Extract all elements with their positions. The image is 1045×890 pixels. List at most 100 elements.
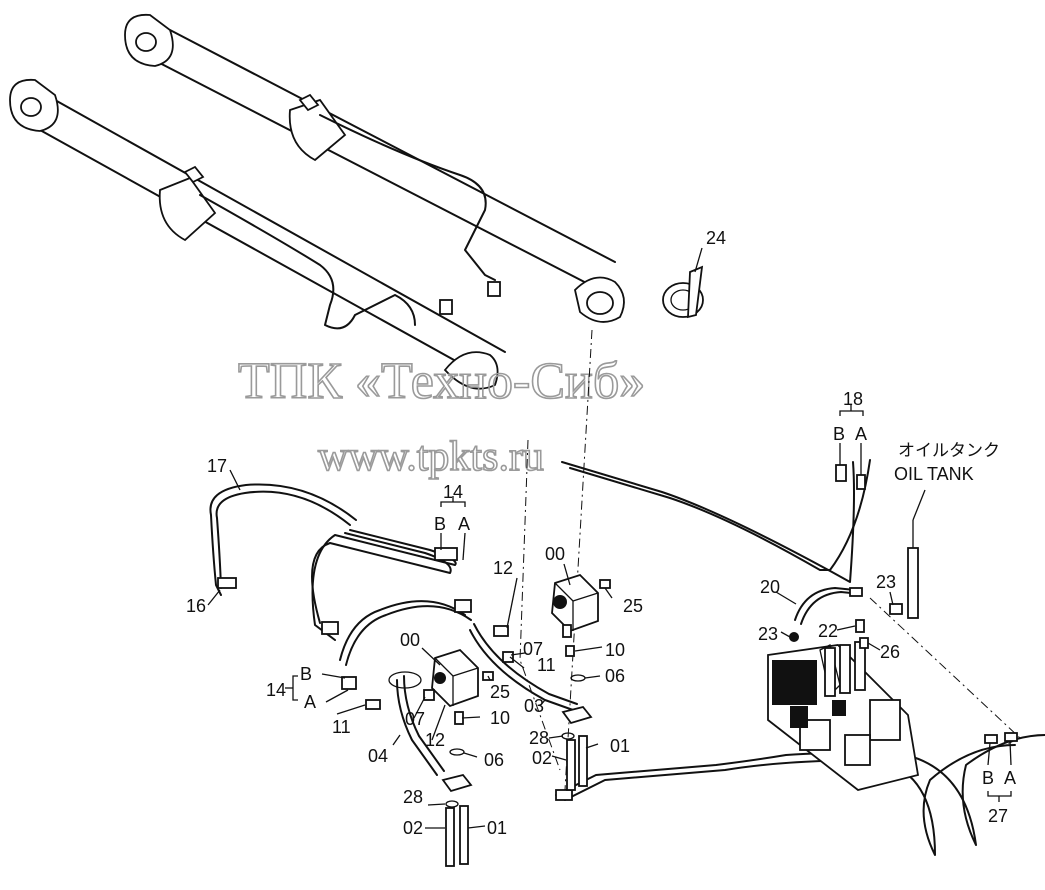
oil-tank-label-en: OIL TANK xyxy=(894,464,974,484)
callout-02-lower: 02 xyxy=(403,818,423,838)
callout-23-right: 23 xyxy=(876,572,896,592)
callout-20: 20 xyxy=(760,577,780,597)
hose-connector xyxy=(555,789,573,801)
fitting-22 xyxy=(855,619,865,633)
callout-10-upper: 10 xyxy=(605,640,625,660)
callout-14-left-a: A xyxy=(304,692,316,712)
centerline-b xyxy=(519,439,561,771)
oring-06 xyxy=(570,674,586,682)
clamp-lower xyxy=(441,773,473,793)
callout-12-lower: 12 xyxy=(425,730,445,750)
hose-20b xyxy=(800,591,862,625)
oil-tank-label-jp: オイルタンク xyxy=(898,441,1000,460)
callout-26: 26 xyxy=(880,642,900,662)
callout-18: 18 xyxy=(843,389,863,409)
hose-end-16 xyxy=(217,577,237,589)
callout-14-left-b: B xyxy=(300,664,312,684)
callout-14-top: 14 xyxy=(443,482,463,502)
callout-11-lower: 11 xyxy=(332,717,351,737)
fitting-10b xyxy=(454,711,464,725)
callout-27-b: B xyxy=(982,768,994,788)
hose-18-lower xyxy=(569,459,871,571)
fitting-14-top xyxy=(434,547,458,561)
hose-20-end xyxy=(849,587,863,597)
hose-clamp xyxy=(662,265,704,319)
oil-tank-port xyxy=(907,547,919,619)
hose-18-end-a xyxy=(856,474,866,490)
callout-12-upper: 12 xyxy=(493,558,513,578)
callout-23-left: 23 xyxy=(758,624,778,644)
boom-cylinder-lower xyxy=(9,78,506,390)
watermark-line-1: ТПК «Техно-Сиб» xyxy=(238,353,645,410)
hose-17b xyxy=(215,490,351,589)
fitting-11b xyxy=(365,699,381,710)
callout-28-lower: 28 xyxy=(403,787,423,807)
bolt-25 xyxy=(599,579,611,589)
callout-22: 22 xyxy=(818,621,838,641)
fitting-10 xyxy=(565,645,575,657)
callout-10-lower: 10 xyxy=(490,708,510,728)
callout-25-upper: 25 xyxy=(623,596,643,616)
callout-18-b: B xyxy=(833,424,845,444)
callout-14-left: 14 xyxy=(266,680,286,700)
bolt-01-lower xyxy=(459,805,469,865)
hose-loop-b xyxy=(345,605,472,666)
pipe-03 xyxy=(469,629,574,711)
bolt-02-lower xyxy=(445,807,455,867)
pipe-fitting xyxy=(487,281,501,297)
callout-02-upper: 02 xyxy=(532,748,552,768)
callout-17: 17 xyxy=(207,456,227,476)
callout-06-upper: 06 xyxy=(605,666,625,686)
callout-06-lower: 06 xyxy=(484,750,504,770)
callout-01-lower: 01 xyxy=(487,818,507,838)
callout-25-lower: 25 xyxy=(490,682,510,702)
callout-18-a: A xyxy=(855,424,867,444)
callout-07-upper: 07 xyxy=(523,639,543,659)
fitting-23 xyxy=(789,632,799,642)
pipe-03b xyxy=(473,623,578,705)
fitting-07b xyxy=(423,689,435,701)
fitting xyxy=(321,621,339,635)
callout-28-upper: 28 xyxy=(529,728,549,748)
fitting-07 xyxy=(502,651,514,663)
fitting-11 xyxy=(562,624,572,638)
callout-27: 27 xyxy=(988,806,1008,826)
callout-24: 24 xyxy=(706,228,726,248)
callout-16: 16 xyxy=(186,596,206,616)
callout-07-lower: 07 xyxy=(405,709,425,729)
callout-01-upper: 01 xyxy=(610,736,630,756)
fitting-14-a xyxy=(341,676,357,690)
clamp-upper xyxy=(561,705,593,725)
valve-block-lower xyxy=(431,648,479,708)
callout-14-top-b: B xyxy=(434,514,446,534)
callout-00-lower: 00 xyxy=(400,630,420,650)
hose-17 xyxy=(209,483,357,596)
hose-end-b xyxy=(984,734,998,744)
boom-cylinder-upper xyxy=(124,13,625,323)
pipe-04 xyxy=(396,679,438,776)
fitting xyxy=(454,599,472,613)
bolt-02-upper xyxy=(566,739,576,791)
bolt-01-upper xyxy=(578,735,588,787)
callout-27-a: A xyxy=(1004,768,1016,788)
cylinder-pipe-1 xyxy=(319,114,496,281)
watermark-line-2: www.tpkts.ru xyxy=(318,434,544,480)
callout-04: 04 xyxy=(368,746,388,766)
hose-27b xyxy=(564,744,1016,856)
valve-block-upper xyxy=(551,573,599,633)
callout-11-upper: 11 xyxy=(537,655,556,675)
hose-end-a xyxy=(1004,732,1018,742)
hose-18-upper xyxy=(561,461,855,583)
fitting-23b xyxy=(889,603,903,615)
pipe-fitting xyxy=(439,299,453,315)
hose-loop xyxy=(339,600,466,661)
fitting-12 xyxy=(493,625,509,637)
hose-18-end-b xyxy=(835,464,847,482)
callout-00-upper: 00 xyxy=(545,544,565,564)
cylinder-pipe-2 xyxy=(199,194,416,330)
hose-20 xyxy=(794,587,856,621)
pipe-04b xyxy=(403,675,445,772)
fitting-26 xyxy=(859,637,869,649)
